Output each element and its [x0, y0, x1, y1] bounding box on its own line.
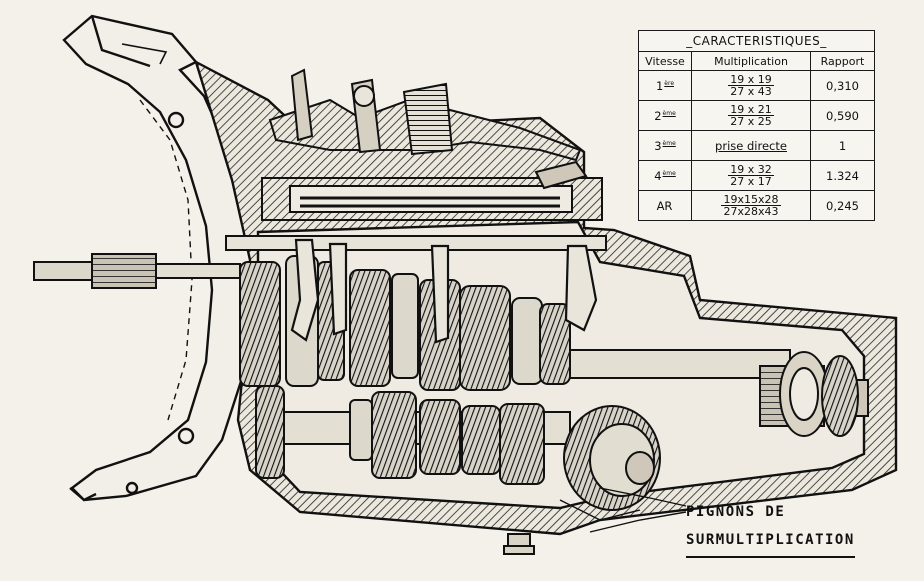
multiplication-denominator: 27 x 17 [730, 174, 772, 188]
layshaft-gears [255, 385, 545, 485]
speed-number: AR [656, 198, 673, 213]
speed-cell: 4ème [638, 160, 692, 191]
speed-cell: 3ème [638, 130, 692, 161]
drain-plug [503, 533, 535, 555]
overdrive-gears-callout: PIGNONS DE SURMULTIPLICATION [686, 498, 855, 558]
speed-number: 4 [654, 168, 662, 183]
callout-line-1: PIGNONS DE [686, 504, 786, 520]
header-multiplication: Multiplication [691, 51, 811, 71]
multiplication-numerator: 19x15x28 [721, 192, 781, 206]
speed-cell: 2ème [638, 100, 692, 131]
multiplication-numerator: 19 x 19 [728, 72, 774, 86]
speed-number: 1 [655, 78, 664, 93]
input-shaft [33, 235, 607, 289]
rear-bearing [779, 351, 859, 437]
ratio-cell: 0,310 [810, 70, 875, 101]
bell-housing [62, 14, 254, 502]
speed-suffix: ère [664, 79, 675, 87]
multiplication-denominator: 27 x 43 [730, 84, 772, 98]
speed-number: 2 [654, 108, 662, 123]
table-row: 3ème prise directe 1 [638, 130, 875, 161]
ratio-cell: 0,590 [810, 100, 875, 131]
header-ratio: Rapport [810, 51, 875, 71]
multiplication-numerator: 19 x 21 [728, 102, 774, 116]
multiplication-numerator: 19 x 32 [728, 162, 774, 176]
table-title: _CARACTERISTIQUES_ [638, 30, 875, 52]
multiplication-cell: prise directe [691, 130, 811, 161]
multiplication-denominator: 27x28x43 [723, 204, 779, 218]
ratio-cell: 1.324 [810, 160, 875, 191]
selector-forks [290, 238, 598, 344]
callout-leader-lines [589, 487, 687, 533]
characteristics-table: _CARACTERISTIQUES_ Vitesse Multiplicatio… [638, 30, 875, 221]
callout-line-2: SURMULTIPLICATION [686, 526, 855, 558]
selector-housing [261, 68, 603, 221]
speed-suffix: ème [662, 139, 676, 147]
direct-drive-text: prise directe [715, 138, 787, 153]
speed-cell: AR [638, 190, 692, 221]
ratio-cell: 0,245 [810, 190, 875, 221]
speed-suffix: ème [662, 109, 676, 117]
multiplication-denominator: 27 x 25 [730, 114, 772, 128]
speed-cell: 1ère [638, 70, 692, 101]
speed-number: 3 [654, 138, 662, 153]
header-speed: Vitesse [638, 51, 692, 71]
speed-suffix: ème [662, 169, 676, 177]
overdrive-gears [559, 405, 661, 521]
ratio-cell: 1 [810, 130, 875, 161]
